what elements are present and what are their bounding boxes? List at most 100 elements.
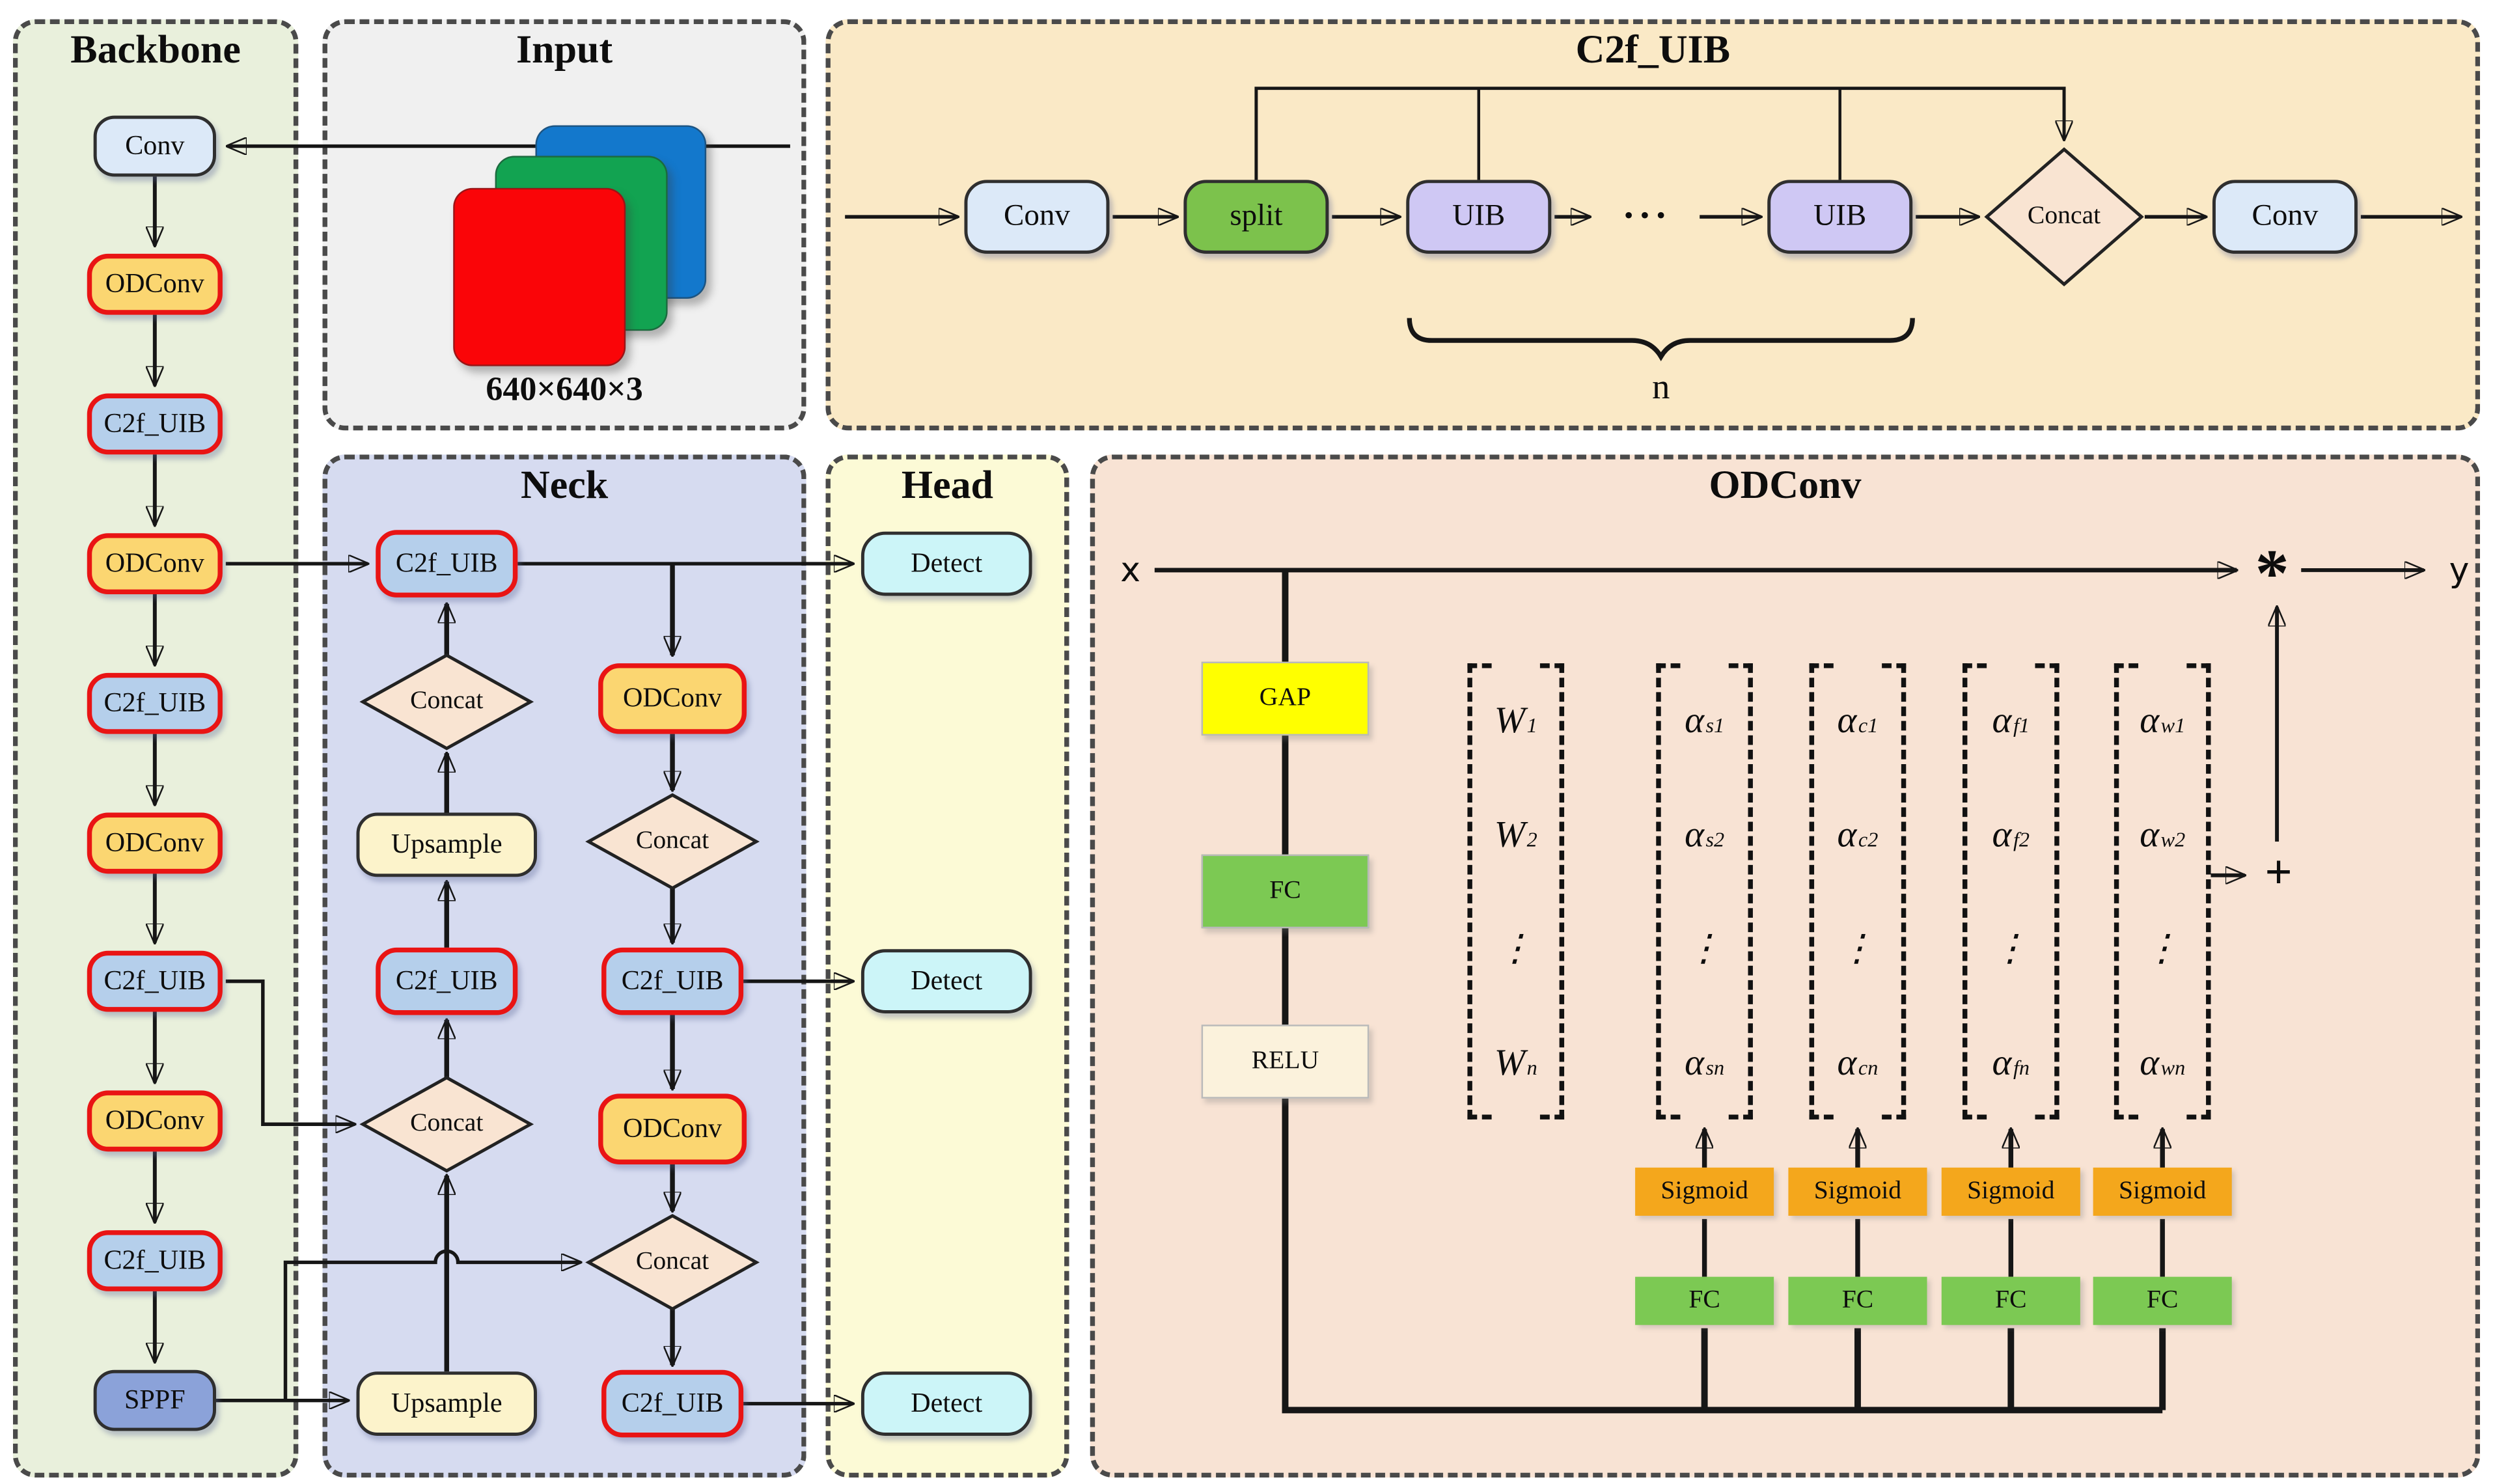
c2f-conv-in: Conv — [964, 180, 1110, 254]
c2f-uib-1: UIB — [1406, 180, 1552, 254]
head-detect-2: Detect — [861, 949, 1032, 1013]
head-detect-1: Detect — [861, 531, 1032, 596]
sigmoid-gate-1: Sigmoid — [1635, 1167, 1774, 1216]
backbone-c2fuib-4: C2f_UIB — [87, 1230, 223, 1291]
fc-gate-1: FC — [1635, 1276, 1774, 1325]
neck-concat-right-upper-shape — [585, 793, 760, 890]
c2f-n-label: n — [1652, 366, 1670, 407]
backbone-odconv-3: ODConv — [87, 812, 223, 874]
multiply-symbol: * — [2255, 538, 2289, 612]
c2f-uib-title: C2f_UIB — [1575, 29, 1731, 73]
neck-upsample-lower: Upsample — [356, 1371, 537, 1436]
head-title: Head — [901, 464, 994, 508]
c2f-split: split — [1183, 180, 1329, 254]
backbone-odconv-2: ODConv — [87, 533, 223, 594]
input-dimensions: 640×640×3 — [486, 369, 643, 408]
neck-c2fuib-right: C2f_UIB — [601, 947, 744, 1015]
backbone-odconv-1: ODConv — [87, 253, 223, 315]
bracket-left-icon — [1656, 663, 1681, 1120]
neck-upsample-upper: Upsample — [356, 812, 537, 877]
bracket-left-icon — [1962, 663, 1987, 1120]
input-title: Input — [516, 29, 613, 73]
neck-odconv-upper: ODConv — [598, 663, 747, 734]
matrix-entry: ⋮ — [1496, 927, 1534, 968]
bracket-left-icon — [1809, 663, 1834, 1120]
neck-concat-left-lower-shape — [359, 1075, 534, 1173]
bracket-right-icon — [1728, 663, 1753, 1120]
fc-gate-4: FC — [2093, 1276, 2232, 1325]
sigmoid-gate-2: Sigmoid — [1788, 1167, 1927, 1216]
backbone-c2fuib-2: C2f_UIB — [87, 672, 223, 734]
neck-concat-right-upper-label: Concat — [635, 827, 709, 855]
c2f-concat-label: Concat — [2027, 202, 2101, 230]
c2f-ellipsis: ··· — [1622, 195, 1671, 237]
bracket-right-icon — [1539, 663, 1565, 1120]
odconv-title: ODConv — [1709, 464, 1862, 508]
fc-gate-3: FC — [1941, 1276, 2080, 1325]
matrix-entry: ⋮ — [2143, 927, 2181, 968]
bracket-left-icon — [1467, 663, 1492, 1120]
bracket-right-icon — [2035, 663, 2059, 1120]
neck-concat-right-lower-label: Concat — [635, 1248, 709, 1276]
neck-concat-right-lower-shape — [585, 1214, 760, 1311]
matrix-entry: ⋮ — [1838, 927, 1876, 968]
brace-n — [1407, 318, 1915, 361]
matrix-entry: ⋮ — [1685, 927, 1722, 968]
matrix-entry: ⋮ — [1991, 927, 2029, 968]
backbone-c2fuib-1: C2f_UIB — [87, 393, 223, 455]
input-channel-red — [453, 187, 626, 366]
fc-gate-2: FC — [1788, 1276, 1927, 1325]
odconv-fc-main: FC — [1201, 854, 1370, 929]
backbone-title: Backbone — [70, 29, 241, 73]
wire-skip-line — [1254, 87, 2064, 180]
neck-c2fuib-midleft: C2f_UIB — [376, 947, 518, 1015]
sigmoid-gate-3: Sigmoid — [1941, 1167, 2080, 1216]
neck-c2fuib-bottom: C2f_UIB — [601, 1369, 744, 1438]
odconv-panel — [1090, 454, 2481, 1478]
sigmoid-gate-4: Sigmoid — [2093, 1167, 2232, 1216]
neck-concat-left-lower-label: Concat — [410, 1110, 484, 1137]
backbone-conv: Conv — [93, 115, 216, 177]
wire-c2f7-concat — [225, 979, 355, 1125]
add-symbol: + — [2265, 846, 2293, 900]
neck-title: Neck — [521, 464, 609, 508]
bracket-right-icon — [2186, 663, 2211, 1120]
odconv-gap: GAP — [1201, 661, 1370, 736]
odconv-relu: RELU — [1201, 1024, 1370, 1099]
neck-odconv-lower: ODConv — [598, 1093, 747, 1164]
bracket-left-icon — [2114, 663, 2139, 1120]
backbone-c2fuib-3: C2f_UIB — [87, 950, 223, 1012]
neck-concat-left-upper-shape — [359, 653, 534, 750]
head-detect-3: Detect — [861, 1371, 1032, 1436]
neck-concat-left-upper-label: Concat — [410, 687, 484, 715]
odconv-input-x: x — [1120, 551, 1141, 590]
c2f-concat-shape — [1984, 147, 2144, 287]
backbone-sppf: SPPF — [93, 1369, 216, 1431]
neck-c2fuib-top: C2f_UIB — [376, 530, 518, 598]
c2f-conv-out: Conv — [2212, 180, 2358, 254]
odconv-output-y: y — [2449, 551, 2470, 590]
backbone-odconv-4: ODConv — [87, 1090, 223, 1152]
bracket-right-icon — [1882, 663, 1907, 1120]
